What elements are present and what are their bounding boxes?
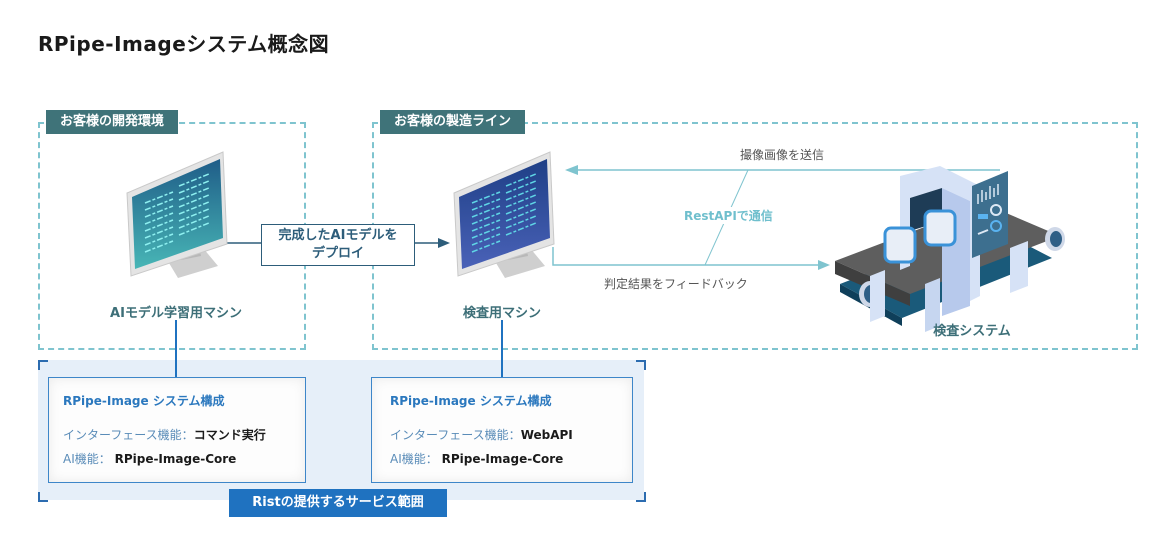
- monitor-icon: [126, 151, 228, 278]
- config-ai-value: RPipe-Image-Core: [114, 452, 237, 466]
- config-box-inspection: RPipe-Image システム構成 インターフェース機能：WebAPI AI機…: [371, 377, 633, 483]
- config-interface-row: インターフェース機能：コマンド実行: [63, 426, 266, 443]
- corner-mark: [636, 492, 646, 502]
- feedback-line: [552, 247, 820, 266]
- arrow-head: [438, 238, 450, 248]
- arrow-head: [818, 260, 830, 270]
- corner-mark: [38, 492, 48, 502]
- flow-label-feedback: 判定結果をフィードバック: [604, 277, 748, 291]
- config-ai-key: AI機能：: [63, 452, 111, 466]
- corner-mark: [38, 360, 48, 370]
- page-title: RPipe-Imageシステム概念図: [38, 32, 330, 56]
- config-interface-value: WebAPI: [520, 428, 573, 442]
- zone-tab-production-line: お客様の製造ライン: [380, 110, 526, 134]
- monitor-icon: [453, 151, 555, 278]
- config-interface-key: インターフェース機能：: [390, 428, 521, 442]
- config-ai-key: AI機能：: [390, 452, 438, 466]
- config-interface-row: インターフェース機能：WebAPI: [390, 426, 573, 443]
- machine-label-inspection: 検査用マシン: [462, 306, 541, 321]
- config-interface-key: インターフェース機能：: [63, 428, 194, 442]
- config-box-training: RPipe-Image システム構成 インターフェース機能：コマンド実行 AI機…: [48, 377, 306, 483]
- flow-label-rest-api: RestAPIで通信: [682, 207, 775, 224]
- corner-mark: [636, 360, 646, 370]
- deploy-box: 完成したAIモデルを デプロイ: [261, 224, 415, 266]
- deploy-line-1: 完成したAIモデルを: [278, 228, 398, 243]
- service-scope-label: Ristの提供するサービス範囲: [229, 489, 447, 517]
- zone-tab-dev-environment: お客様の開発環境: [46, 110, 179, 134]
- conveyor-inspection-icon: [835, 166, 1065, 332]
- config-title: RPipe-Image システム構成: [390, 394, 552, 408]
- config-ai-value: RPipe-Image-Core: [441, 452, 564, 466]
- machine-label-inspection-system: 検査システム: [933, 324, 1011, 339]
- machine-label-training: AIモデル学習用マシン: [110, 306, 242, 321]
- config-interface-value: コマンド実行: [193, 428, 266, 442]
- deploy-line-2: デプロイ: [311, 246, 364, 261]
- config-title: RPipe-Image システム構成: [63, 394, 225, 408]
- arrow-head: [565, 165, 578, 175]
- config-ai-row: AI機能： RPipe-Image-Core: [390, 450, 563, 467]
- config-ai-row: AI機能： RPipe-Image-Core: [63, 450, 236, 467]
- flow-label-send-image: 撮像画像を送信: [740, 148, 825, 162]
